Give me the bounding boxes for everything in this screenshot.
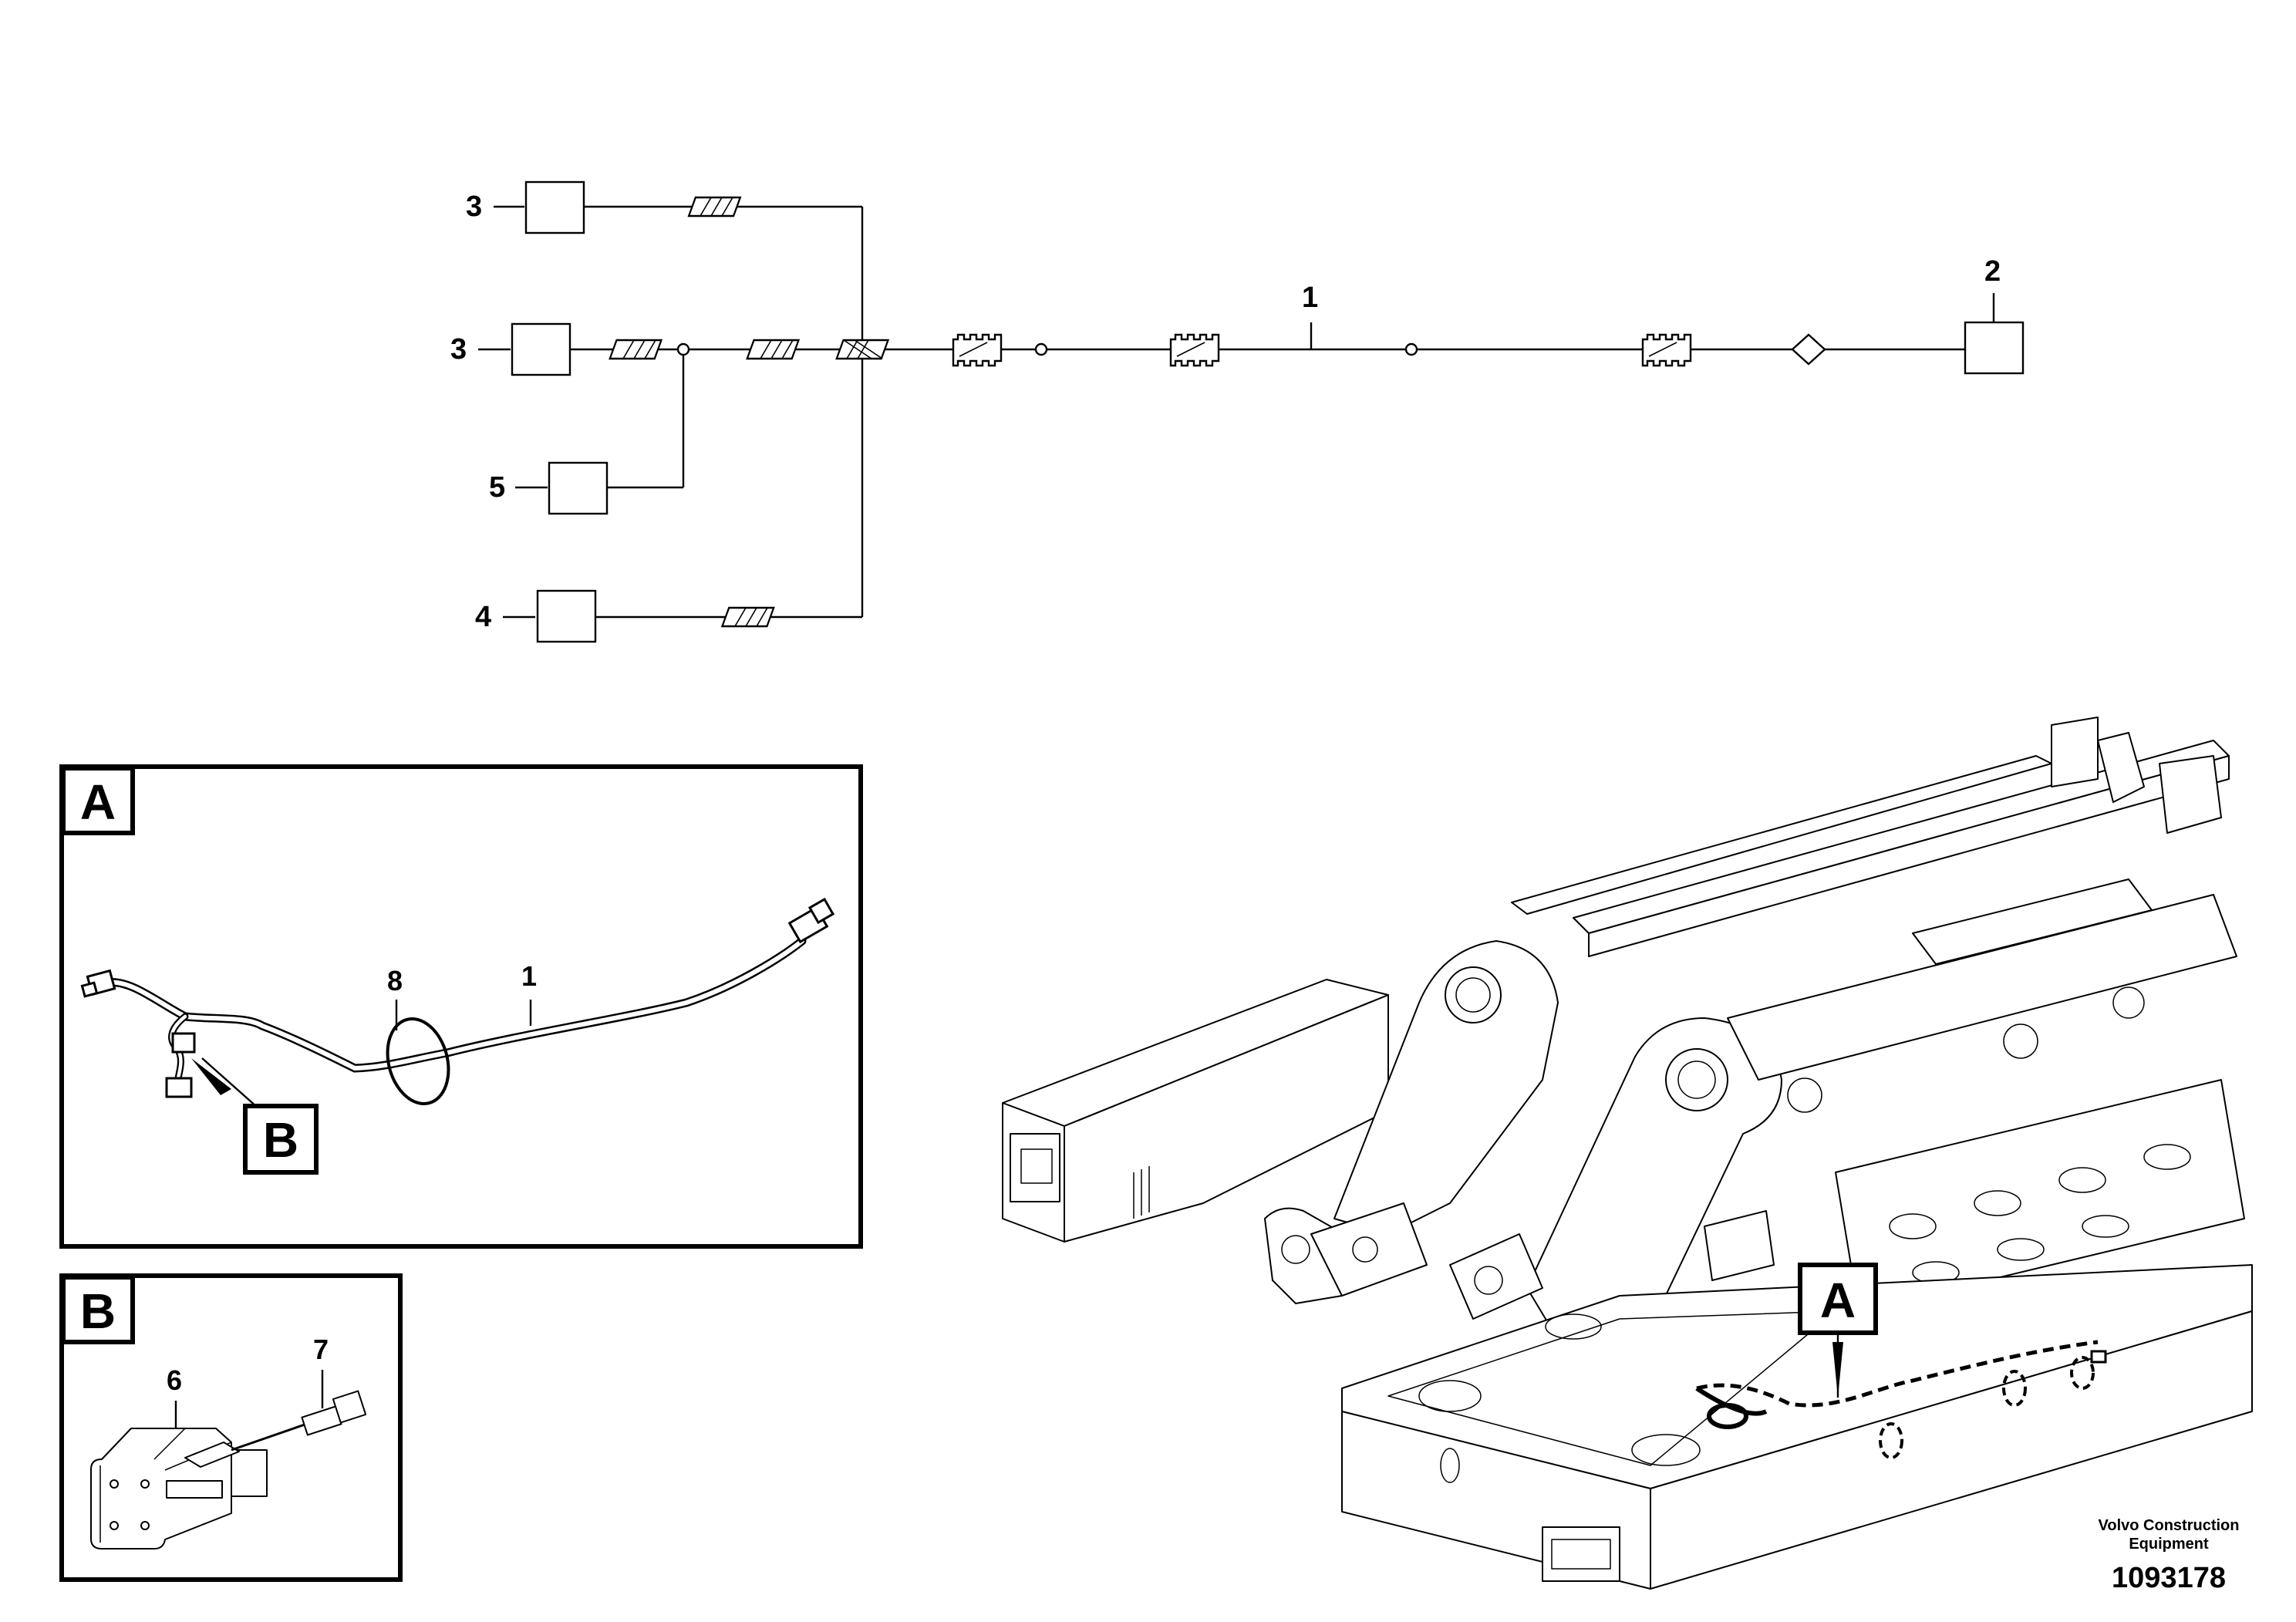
side-box-hole [1997, 1238, 2045, 1261]
sleeve-symbol [746, 339, 801, 360]
boom-pin-bore-left [1455, 977, 1491, 1013]
boom-mount-plate-right [1526, 1017, 1782, 1327]
chassis-a-ref-box [1798, 1263, 1878, 1335]
drawing-number: 1093178 [2112, 1562, 2226, 1594]
cylinder-pin-left [1281, 1235, 1310, 1264]
deck-hole [2003, 1023, 2038, 1059]
callout-1-detail: 1 [521, 960, 537, 992]
deck-hole [1787, 1077, 1822, 1113]
lower-frame-hole [1545, 1313, 1602, 1340]
chassis-frame-drawing: A [1002, 717, 2253, 1590]
detail-view-b: B 6 7 [59, 1273, 403, 1582]
callout-4: 4 [475, 601, 491, 633]
detail-b-ref-box [243, 1104, 319, 1175]
drawing-footer: Volvo Construction Equipment 1093178 [2099, 1517, 2240, 1594]
callout-7: 7 [313, 1334, 329, 1365]
harness-wire [106, 939, 804, 1071]
cylinder-pin-mid [1352, 1236, 1378, 1263]
bracket-right [2159, 755, 2222, 834]
unit-4-box [536, 589, 597, 643]
cylinder-mount-mid [1310, 1202, 1428, 1297]
boom-pin-hole-right [1665, 1048, 1728, 1111]
wiring-schematic: 3 3 5 4 1 2 [450, 180, 2025, 643]
lower-frame-hole [1631, 1434, 1701, 1466]
connector-plug-right [787, 897, 835, 944]
chassis-a-pointer-arrow [1832, 1342, 1843, 1398]
installed-tie [1879, 1422, 1903, 1459]
lower-frame-hole [1418, 1380, 1482, 1412]
installed-harness-loop [1695, 1386, 1768, 1416]
installed-tie [2002, 1370, 2027, 1407]
detail-view-a: A 8 1 B [59, 764, 863, 1249]
conduit-symbol [952, 333, 1003, 367]
installed-harness-route [1696, 1340, 2099, 1408]
sleeve-symbol [720, 606, 775, 628]
bracket-arm [2097, 732, 2145, 803]
detail-b-title-box [61, 1275, 135, 1344]
lower-frame-slot [1551, 1539, 1611, 1570]
detail-a-frame [59, 764, 863, 1249]
sleeve-symbol [687, 196, 742, 218]
sleeve-symbol [609, 339, 663, 360]
side-box-hole [2058, 1167, 2106, 1193]
callout-8: 8 [387, 965, 403, 996]
installed-connector [2090, 1350, 2107, 1364]
callout-3-mid: 3 [450, 333, 467, 366]
cable-tie [386, 1017, 450, 1105]
splice-point [676, 342, 690, 356]
boom-mount-plate-left [1333, 940, 1559, 1235]
side-box-hole [1974, 1190, 2021, 1216]
chassis-a-ref: A [1820, 1273, 1856, 1328]
detail-b-ref: B [263, 1112, 298, 1168]
detail-b-pointer-arrow [191, 1058, 231, 1095]
unit-3-mid-box [511, 322, 571, 376]
connector-plug-left [80, 969, 116, 998]
lower-frame-slot-hole [1440, 1448, 1460, 1483]
installed-harness-coil [1707, 1403, 1748, 1429]
lower-frame-side [1650, 1310, 2253, 1590]
callout-3-top: 3 [466, 191, 482, 223]
splice-point [1404, 342, 1418, 356]
side-box-hole [2143, 1144, 2191, 1170]
installed-tie [2070, 1356, 2095, 1390]
frame-rail-top-side [1588, 755, 2230, 957]
beam-end-slot-left [1020, 1148, 1053, 1184]
callout-5: 5 [489, 471, 505, 504]
side-box-hole [1889, 1213, 1937, 1239]
contact-pin [231, 1390, 367, 1452]
unit-5-box [548, 461, 609, 515]
mount-block [1704, 1210, 1775, 1281]
connector-diamond-symbol [1791, 333, 1826, 366]
cylinder-mount-right [1449, 1233, 1543, 1320]
detail-a-title-box [61, 766, 135, 835]
boom-pin-hole-left [1445, 966, 1502, 1023]
side-box-hole [2082, 1215, 2129, 1238]
detail-b-title: B [80, 1283, 116, 1339]
callout-2: 2 [1984, 255, 2001, 288]
conduit-symbol [1641, 333, 1692, 367]
unit-2-box [1964, 321, 2025, 375]
rear-deck-plate [1912, 878, 2153, 965]
bracket-plate [2051, 717, 2099, 787]
left-beam-side [1064, 994, 1389, 1243]
company-name-line2: Equipment [2129, 1536, 2209, 1553]
callout-6: 6 [167, 1364, 182, 1396]
unit-3-top-box [524, 180, 585, 234]
boom-pin-bore-right [1677, 1061, 1716, 1099]
deck-hole [2112, 986, 2145, 1019]
conduit-symbol [1169, 333, 1220, 367]
junction-sleeve-symbol [835, 339, 890, 360]
company-name-line1: Volvo Construction [2099, 1517, 2240, 1534]
connector-plug-main [171, 1032, 196, 1054]
connector-plug-branch [165, 1077, 193, 1098]
cylinder-pin-right [1474, 1266, 1503, 1295]
lower-frame-cutout [1542, 1526, 1620, 1582]
splice-point [1034, 342, 1048, 356]
callout-1-schematic: 1 [1302, 282, 1318, 314]
detail-a-title: A [80, 774, 116, 830]
connector-housing [90, 1428, 268, 1549]
